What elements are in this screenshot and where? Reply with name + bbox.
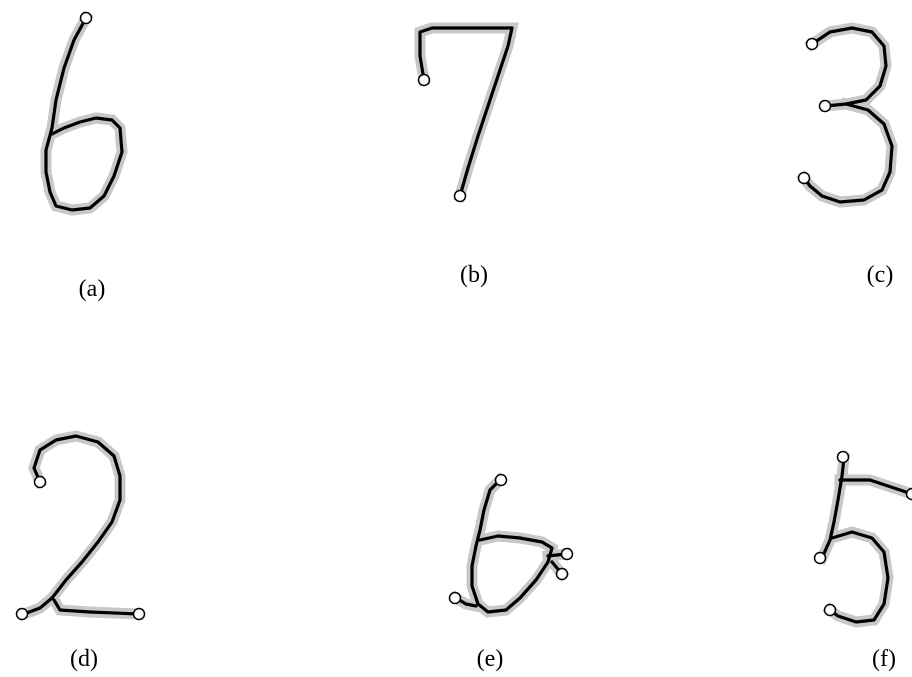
panel-c-caption: (c) [866, 262, 894, 288]
panel-b-caption: (b) [460, 262, 488, 288]
panel-b-digit [414, 22, 519, 203]
panel-c-endpoint-marker [797, 171, 811, 185]
panel-d-digit [15, 430, 146, 622]
panel-c-stroke [802, 26, 894, 204]
panel-c-halo [796, 22, 898, 208]
panel-d-halo [16, 430, 144, 622]
panel-b-stroke [418, 26, 514, 198]
panel-e-endpoint-marker [560, 547, 574, 561]
panel-f-endpoint-marker [813, 551, 827, 565]
panel-e-digit [448, 472, 574, 618]
panel-f-digit [813, 450, 912, 628]
panel-f-endpoint-marker [823, 603, 837, 617]
panel-d-endpoint-marker [33, 475, 47, 489]
panel-d-endpoint-marker [132, 607, 146, 621]
panel-e-endpoint-marker [448, 591, 462, 605]
panel-b-endpoint-marker [453, 189, 467, 203]
panel-c-endpoint-marker [805, 37, 819, 51]
panel-a-stroke [44, 16, 124, 212]
panel-f-caption: (f) [872, 646, 896, 672]
panel-f-halo [814, 451, 912, 628]
panel-c-endpoint-marker [818, 99, 832, 113]
panel-a-caption: (a) [78, 276, 106, 302]
panel-e-endpoint-marker [555, 567, 569, 581]
panel-d-caption: (d) [70, 646, 98, 672]
panel-d-stroke [22, 434, 140, 616]
panel-e-caption: (e) [476, 646, 504, 672]
panel-f-endpoint-marker [905, 487, 912, 501]
panel-b-endpoint-marker [417, 73, 431, 87]
panel-e-endpoint-marker [494, 473, 508, 487]
panel-d-endpoint-marker [15, 607, 29, 621]
panel-a-digit [40, 10, 128, 216]
panel-f-endpoint-marker [836, 450, 850, 464]
panel-a-endpoint-marker [79, 11, 93, 25]
panel-c-digit [796, 22, 898, 208]
panel-f-stroke [820, 456, 912, 624]
